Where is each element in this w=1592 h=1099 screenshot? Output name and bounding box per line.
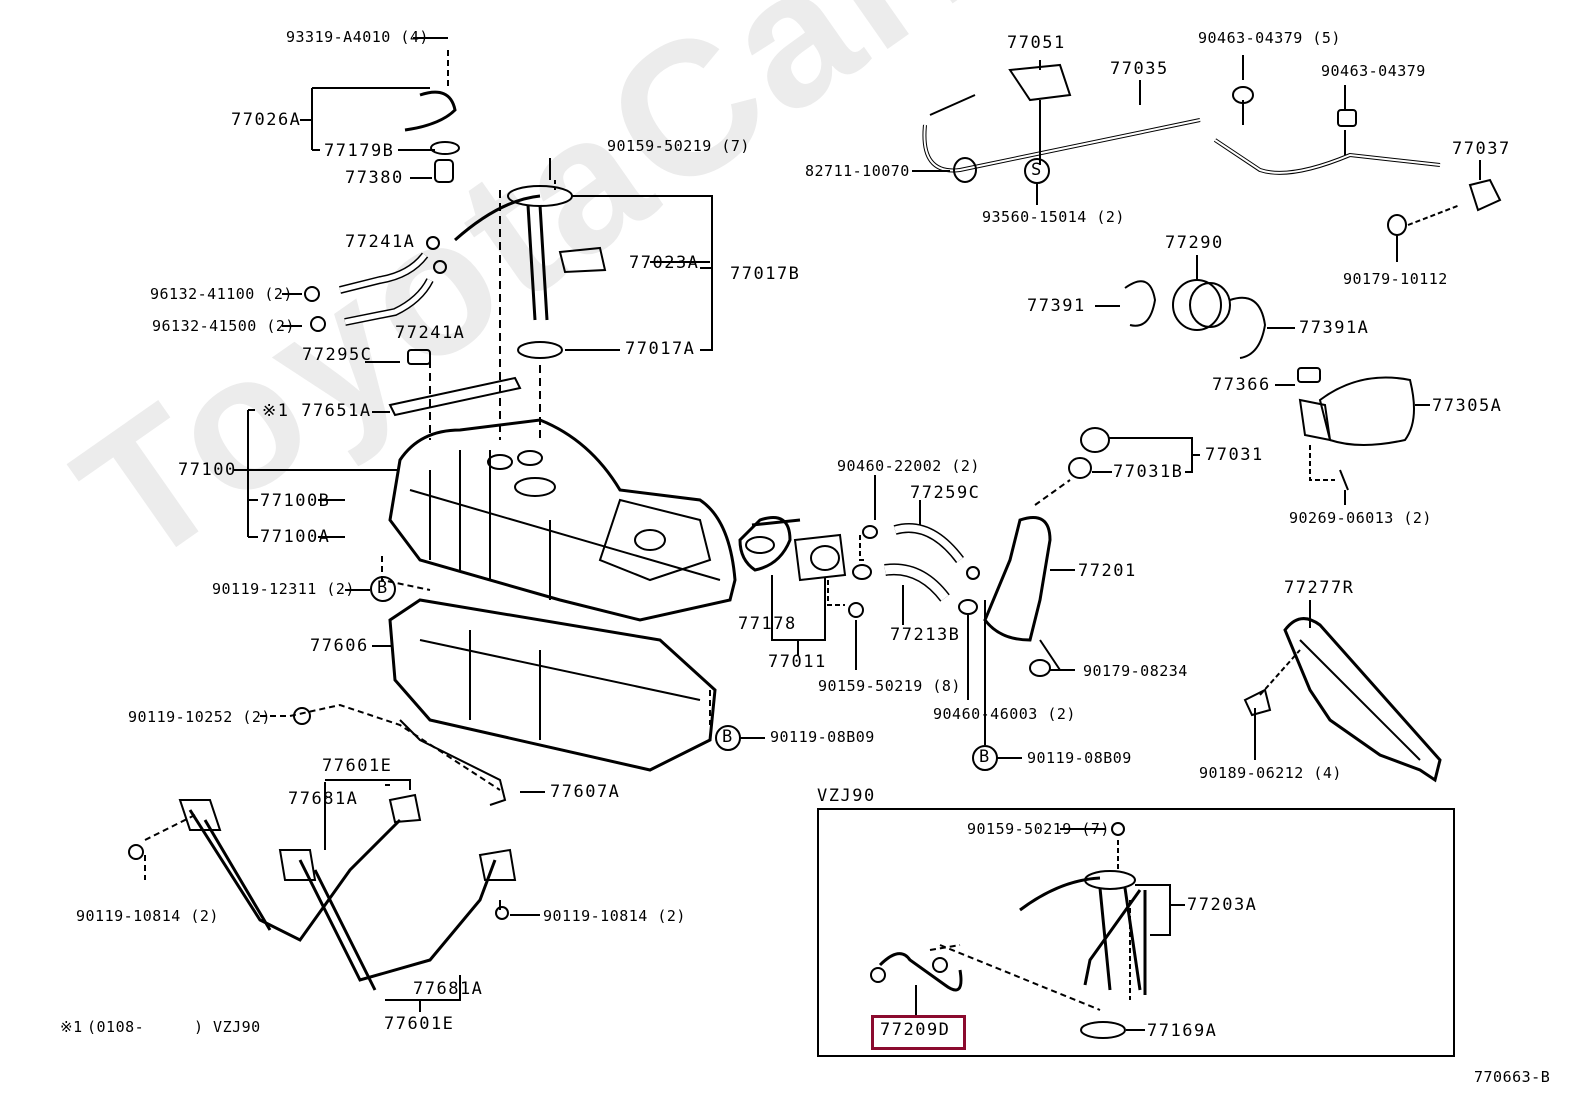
part-label[interactable]: 77023A [629, 253, 700, 273]
part-label[interactable]: 77606 [310, 636, 369, 656]
part-label[interactable]: 90119-10814 (2) [543, 907, 686, 925]
part-label[interactable]: 96132-41100 (2) [150, 285, 293, 303]
part-label[interactable]: ※1 77651A [262, 401, 372, 421]
part-label[interactable]: 77366 [1212, 375, 1271, 395]
part-label[interactable]: 82711-10070 [805, 162, 910, 180]
part-label[interactable]: 77213B [890, 625, 961, 645]
part-label[interactable]: 90189-06212 (4) [1199, 764, 1342, 782]
callout-s: S [1031, 160, 1043, 180]
part-label[interactable]: 90159-50219 (7) [967, 820, 1110, 838]
part-label[interactable]: 77100A [260, 527, 331, 547]
part-label[interactable]: 90179-08234 [1083, 662, 1188, 680]
part-label[interactable]: 77259C [910, 483, 981, 503]
part-label[interactable]: 90119-10814 (2) [76, 907, 219, 925]
part-label[interactable]: 77031B [1113, 462, 1184, 482]
inset-title: VZJ90 [817, 786, 876, 806]
part-label[interactable]: 77391 [1027, 296, 1086, 316]
part-label[interactable]: 90119-08B09 [1027, 749, 1132, 767]
part-label[interactable]: 77031 [1205, 445, 1264, 465]
part-label[interactable]: 77017B [730, 264, 801, 284]
footnote-mark: ※1 [60, 1018, 83, 1036]
part-label[interactable]: 77601E [322, 756, 393, 776]
part-label[interactable]: 90119-10252 (2) [128, 708, 271, 726]
part-label[interactable]: 77681A [413, 979, 484, 999]
part-label[interactable]: 77017A [625, 339, 696, 359]
part-label[interactable]: 77035 [1110, 59, 1169, 79]
part-label[interactable]: 77037 [1452, 139, 1511, 159]
part-label[interactable]: 96132-41500 (2) [152, 317, 295, 335]
part-label[interactable]: 77201 [1078, 561, 1137, 581]
part-label[interactable]: 77295C [302, 345, 373, 365]
part-label[interactable]: 93560-15014 (2) [982, 208, 1125, 226]
part-label[interactable]: 77290 [1165, 233, 1224, 253]
part-label[interactable]: 77100B [260, 491, 331, 511]
part-label[interactable]: 90460-22002 (2) [837, 457, 980, 475]
callout-b-1: B [377, 578, 389, 598]
part-label[interactable]: 90460-46003 (2) [933, 705, 1076, 723]
part-label[interactable]: 77607A [550, 782, 621, 802]
part-label[interactable]: 90119-12311 (2) [212, 580, 355, 598]
part-label[interactable]: 77026A [231, 110, 302, 130]
part-label[interactable]: 90159-50219 (7) [607, 137, 750, 155]
part-label[interactable]: 77380 [345, 168, 404, 188]
part-label[interactable]: 90269-06013 (2) [1289, 509, 1432, 527]
callout-b-3: B [979, 747, 991, 767]
highlighted-part-box[interactable] [871, 1015, 966, 1050]
part-label[interactable]: 77011 [768, 652, 827, 672]
part-label[interactable]: 90463-04379 [1321, 62, 1426, 80]
part-label[interactable]: 77305A [1432, 396, 1503, 416]
part-label[interactable]: 77169A [1147, 1021, 1218, 1041]
part-label[interactable]: 93319-A4010 (4) [286, 28, 429, 46]
part-label[interactable]: 77051 [1007, 33, 1066, 53]
part-label[interactable]: 77100 [178, 460, 237, 480]
part-label[interactable]: 77391A [1299, 318, 1370, 338]
part-label[interactable]: 77241A [395, 323, 466, 343]
vzj90-inset-box [817, 808, 1455, 1057]
part-label[interactable]: 90463-04379 (5) [1198, 29, 1341, 47]
part-label[interactable]: 90119-08B09 [770, 728, 875, 746]
footnote-model: ) VZJ90 [194, 1018, 261, 1036]
part-label[interactable]: 77681A [288, 789, 359, 809]
drawing-id: 770663-B [1474, 1068, 1551, 1086]
part-label[interactable]: 77203A [1187, 895, 1258, 915]
callout-b-2: B [722, 727, 734, 747]
part-label[interactable]: 77601E [384, 1014, 455, 1034]
footnote-range: (0108- [87, 1018, 145, 1036]
part-label[interactable]: 77178 [738, 614, 797, 634]
part-label[interactable]: 77277R [1284, 578, 1355, 598]
part-label[interactable]: 90179-10112 [1343, 270, 1448, 288]
part-label[interactable]: 90159-50219 (8) [818, 677, 961, 695]
part-label[interactable]: 77179B [324, 141, 395, 161]
highlighted-part-label[interactable]: 77209D [880, 1020, 951, 1040]
part-label[interactable]: 77241A [345, 232, 416, 252]
